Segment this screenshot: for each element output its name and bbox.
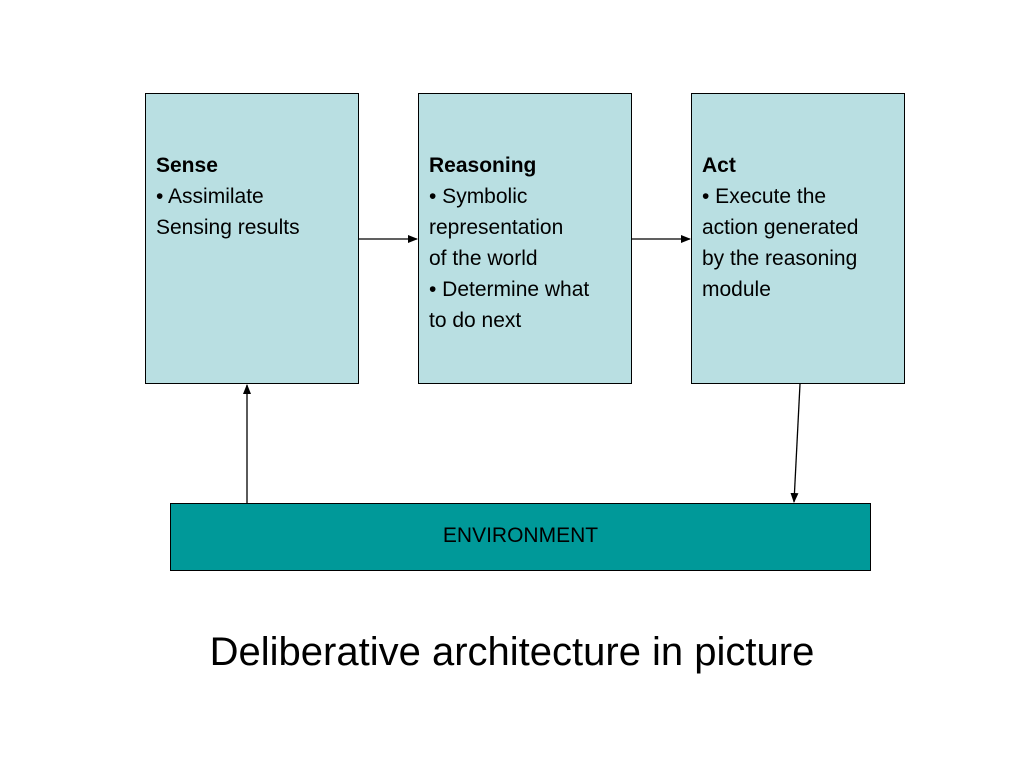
reasoning-module-line: • Symbolic [429,185,528,208]
sense-module-title: Sense [156,154,218,177]
slide-caption: Deliberative architecture in picture [209,630,815,674]
act-module-line: by the reasoning [702,247,858,270]
act-module-title: Act [702,154,736,177]
act-module-line: action generated [702,216,859,239]
arrow-act-to-environment [790,383,801,503]
sense-module-box: Sense • Assimilate Sensing results [145,93,359,384]
reasoning-module-title: Reasoning [429,154,537,177]
reasoning-module-line: • Determine what [429,278,590,301]
reasoning-module-box: Reasoning • Symbolic representation of t… [418,93,632,384]
environment-label: ENVIRONMENT [442,524,599,547]
sense-module-line: Sensing results [156,216,300,239]
reasoning-module-line: representation [429,216,564,239]
reasoning-module-line: to do next [429,309,522,332]
sense-module-line: • Assimilate [156,185,264,208]
environment-box: ENVIRONMENT [170,503,871,571]
act-module-box: Act • Execute the action generated by th… [691,93,905,384]
act-module-line: module [702,278,771,301]
reasoning-module-line: of the world [429,247,538,270]
act-module-line: • Execute the [702,185,827,208]
